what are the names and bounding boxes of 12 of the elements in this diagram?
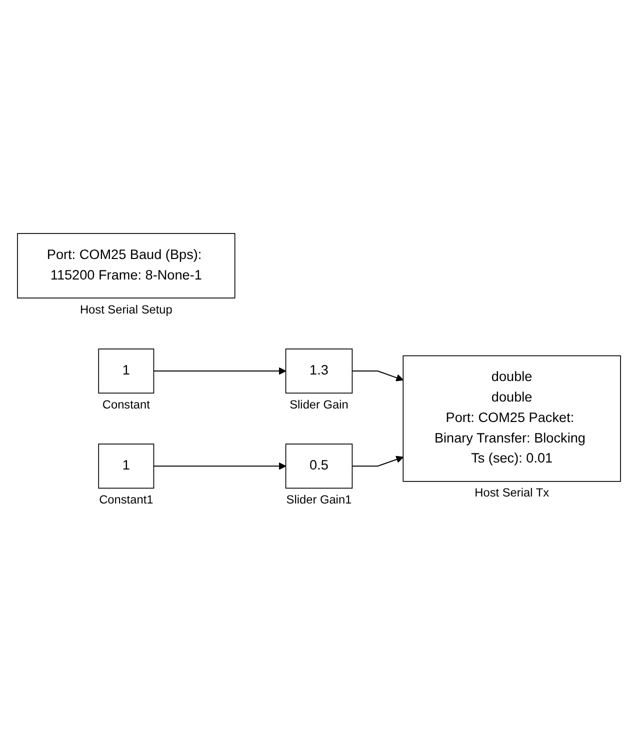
block-box: 1 [98, 443, 154, 488]
block-caption: Constant1 [99, 492, 154, 506]
block-box: 1.3 [285, 348, 353, 394]
block-caption: Slider Gain [290, 396, 348, 411]
block-caption: Constant [102, 396, 150, 411]
block-caption: Host Serial Tx [474, 485, 550, 500]
block-box: double double Port: COM25 Packet: Binary Transfer: Blocking Ts (sec): 0.01 [402, 354, 621, 482]
block-box: Port: COM25 Baud (Bps): 115200 Frame: 8-None-1 [17, 232, 236, 298]
block-box: 1 [98, 348, 154, 394]
block-caption: Slider Gain1 [286, 492, 352, 506]
block-box: 0.5 [285, 443, 353, 488]
block-caption: Host Serial Setup [80, 302, 172, 316]
